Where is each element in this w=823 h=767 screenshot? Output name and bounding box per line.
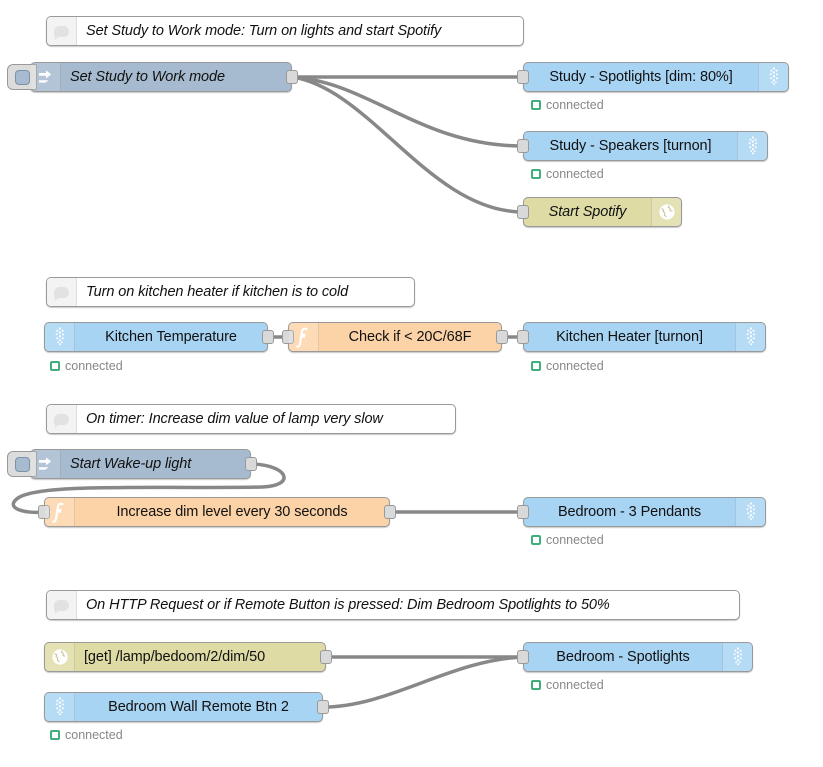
output-port[interactable] [320, 650, 332, 664]
comment-node-wakeup-light[interactable]: On timer: Increase dim value of lamp ver… [46, 404, 456, 434]
status-indicator-icon [531, 169, 541, 179]
status-bedroom-wall-remote: connected [50, 728, 123, 742]
output-node-study-spotlights[interactable]: Study - Spotlights [dim: 80%] [517, 62, 789, 92]
status-study-speakers: connected [531, 167, 604, 181]
output-node-kitchen-heater[interactable]: Kitchen Heater [turnon] [517, 322, 766, 352]
inject-node-study-work[interactable]: Set Study to Work mode [7, 62, 298, 92]
function-f-icon [45, 498, 75, 526]
globe-icon [651, 198, 681, 226]
node-label: [get] /lamp/bedoom/2/dim/50 [84, 649, 266, 665]
output-port[interactable] [317, 700, 329, 714]
status-label: connected [546, 533, 604, 547]
status-label: connected [546, 359, 604, 373]
status-bedroom-pendants: connected [531, 533, 604, 547]
comment-label: On timer: Increase dim value of lamp ver… [86, 411, 383, 427]
inject-arrow-icon [31, 63, 61, 91]
output-port[interactable] [262, 330, 274, 344]
wire-inject-to-spotify [290, 75, 525, 214]
comment-node-kitchen-heater[interactable]: Turn on kitchen heater if kitchen is to … [46, 277, 415, 307]
status-indicator-icon [50, 730, 60, 740]
node-label: Bedroom - Spotlights [556, 649, 690, 665]
inject-button[interactable] [7, 451, 37, 477]
inject-button[interactable] [7, 64, 37, 90]
inject-node-wakeup-light[interactable]: Start Wake-up light [7, 449, 257, 479]
light-bulb-icon [758, 63, 788, 91]
node-label: Increase dim level every 30 seconds [116, 504, 348, 520]
light-bulb-icon [722, 643, 752, 671]
status-label: connected [546, 167, 604, 181]
output-port[interactable] [286, 70, 298, 84]
node-label: Bedroom Wall Remote Btn 2 [108, 699, 289, 715]
input-port[interactable] [38, 505, 50, 519]
output-port[interactable] [496, 330, 508, 344]
status-study-spotlights: connected [531, 98, 604, 112]
inject-label: Set Study to Work mode [70, 69, 225, 85]
comment-label: On HTTP Request or if Remote Button is p… [86, 597, 610, 613]
status-kitchen-heater: connected [531, 359, 604, 373]
comment-icon [47, 405, 77, 433]
function-node-increase-dim[interactable]: Increase dim level every 30 seconds [38, 497, 396, 527]
status-label: connected [65, 728, 123, 742]
status-indicator-icon [531, 361, 541, 371]
status-label: connected [65, 359, 123, 373]
node-label: Check if < 20C/68F [348, 329, 472, 345]
node-label: Study - Spotlights [dim: 80%] [549, 69, 733, 85]
inject-arrow-icon [31, 450, 61, 478]
node-label: Kitchen Heater [turnon] [556, 329, 703, 345]
inject-label: Start Wake-up light [70, 456, 192, 472]
output-node-bedroom-pendants[interactable]: Bedroom - 3 Pendants [517, 497, 766, 527]
status-indicator-icon [531, 680, 541, 690]
status-label: connected [546, 98, 604, 112]
node-label: Start Spotify [548, 204, 627, 220]
input-port[interactable] [282, 330, 294, 344]
comment-icon [47, 591, 77, 619]
input-node-bedroom-wall-remote[interactable]: Bedroom Wall Remote Btn 2 [44, 692, 329, 722]
status-label: connected [546, 678, 604, 692]
comment-icon [47, 17, 77, 45]
output-node-study-speakers[interactable]: Study - Speakers [turnon] [517, 131, 768, 161]
light-bulb-icon [45, 693, 75, 721]
status-bedroom-spotlights: connected [531, 678, 604, 692]
globe-icon [45, 643, 75, 671]
light-bulb-icon [45, 323, 75, 351]
input-port[interactable] [517, 330, 529, 344]
http-in-node-lamp-dim[interactable]: [get] /lamp/bedoom/2/dim/50 [44, 642, 332, 672]
comment-label: Turn on kitchen heater if kitchen is to … [86, 284, 349, 300]
input-port[interactable] [517, 205, 529, 219]
comment-label: Set Study to Work mode: Turn on lights a… [86, 23, 442, 39]
output-port[interactable] [245, 457, 257, 471]
status-kitchen-temperature: connected [50, 359, 123, 373]
status-indicator-icon [531, 100, 541, 110]
status-indicator-icon [50, 361, 60, 371]
function-f-icon [289, 323, 319, 351]
input-node-kitchen-temperature[interactable]: Kitchen Temperature [44, 322, 274, 352]
output-port[interactable] [384, 505, 396, 519]
node-label: Study - Speakers [turnon] [549, 138, 712, 154]
comment-node-bedroom-spotlights[interactable]: On HTTP Request or if Remote Button is p… [46, 590, 740, 620]
input-port[interactable] [517, 505, 529, 519]
light-bulb-icon [735, 498, 765, 526]
comment-node-study-work[interactable]: Set Study to Work mode: Turn on lights a… [46, 16, 524, 46]
function-node-check-temperature[interactable]: Check if < 20C/68F [282, 322, 508, 352]
light-bulb-icon [737, 132, 767, 160]
input-port[interactable] [517, 650, 529, 664]
node-label: Kitchen Temperature [105, 329, 237, 345]
input-port[interactable] [517, 139, 529, 153]
output-node-bedroom-spotlights[interactable]: Bedroom - Spotlights [517, 642, 753, 672]
wire-remote-to-spotlights [321, 655, 525, 709]
comment-icon [47, 278, 77, 306]
wire-inject-to-speakers [290, 75, 525, 148]
status-indicator-icon [531, 535, 541, 545]
node-label: Bedroom - 3 Pendants [557, 504, 702, 520]
output-node-start-spotify[interactable]: Start Spotify [517, 197, 682, 227]
light-bulb-icon [735, 323, 765, 351]
input-port[interactable] [517, 70, 529, 84]
